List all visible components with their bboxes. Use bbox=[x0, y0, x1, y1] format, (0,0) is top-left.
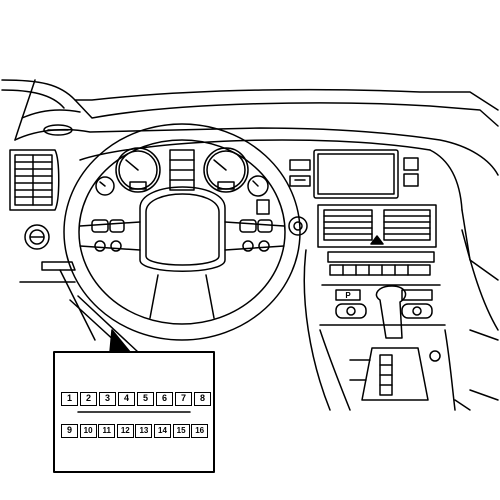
center-vents bbox=[317, 204, 437, 248]
navigation-screen bbox=[313, 149, 399, 199]
left-air-vent bbox=[9, 149, 60, 211]
wiper-stalk bbox=[256, 199, 270, 215]
light-switch-knob bbox=[24, 224, 50, 250]
gear-selector bbox=[349, 285, 441, 401]
connector-pin-15: 15 bbox=[172, 424, 190, 438]
connector-pin-8: 8 bbox=[194, 392, 211, 406]
steering-wheel bbox=[63, 123, 301, 341]
hazard-buttons bbox=[289, 157, 419, 187]
connector-pin-6: 6 bbox=[156, 392, 173, 406]
ignition-button bbox=[288, 216, 308, 236]
speaker-grille bbox=[43, 124, 73, 136]
panel-button-label: P bbox=[345, 291, 351, 300]
climate-controls bbox=[319, 251, 446, 326]
connector-pin-12: 12 bbox=[116, 424, 134, 438]
connector-pin-2: 2 bbox=[80, 392, 97, 406]
connector-inset bbox=[53, 351, 215, 473]
connector-pin-14: 14 bbox=[154, 424, 171, 438]
connector-pin-13: 13 bbox=[135, 424, 153, 438]
windshield-frame bbox=[1, 79, 499, 141]
connector-pin-5: 5 bbox=[137, 392, 154, 406]
left-lower-panel bbox=[19, 261, 96, 341]
connector-pin-4: 4 bbox=[118, 392, 135, 406]
connector-pin-9: 9 bbox=[61, 424, 78, 438]
connector-pin-10: 10 bbox=[79, 424, 97, 438]
instrument-cluster bbox=[95, 147, 269, 197]
connector-pin-3: 3 bbox=[99, 392, 116, 406]
connector-pin-16: 16 bbox=[191, 424, 209, 438]
callout-pointer bbox=[69, 295, 139, 356]
wheel-buttons bbox=[91, 219, 273, 252]
connector-pin-11: 11 bbox=[98, 424, 116, 438]
connector-pin-1: 1 bbox=[61, 392, 78, 406]
center-console bbox=[303, 229, 499, 411]
connector-pin-7: 7 bbox=[175, 392, 192, 406]
